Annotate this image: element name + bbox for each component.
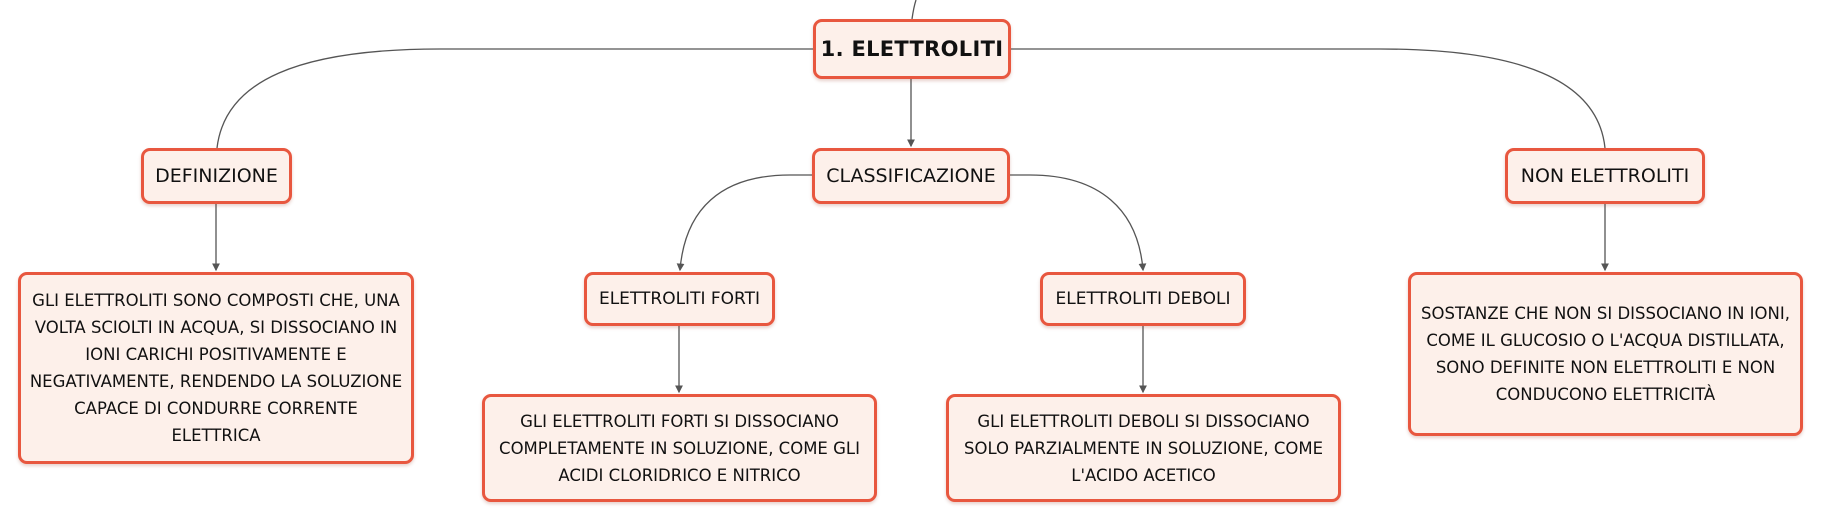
leaf-node-text: GLI ELETTROLITI FORTI SI DISSOCIANO COMP…	[499, 408, 860, 489]
text-line: COME IL GLUCOSIO O L'ACQUA DISTILLATA,	[1426, 331, 1785, 350]
connector-classificazione-to-forti	[676, 174, 812, 272]
connector-classificazione-to-deboli	[1010, 174, 1147, 272]
root-node-elettroliti[interactable]: 1. ELETTROLITI	[813, 19, 1011, 79]
text-line: SOLO PARZIALMENTE IN SOLUZIONE, COME	[963, 438, 1323, 458]
leaf-node-text: GLI ELETTROLITI DEBOLI SI DISSOCIANO SOL…	[964, 408, 1323, 489]
text-line: IONI CARICHI POSITIVAMENTE E	[85, 345, 347, 364]
leaf-node-non-elettroliti-text[interactable]: SOSTANZE CHE NON SI DISSOCIANO IN IONI, …	[1408, 272, 1803, 436]
text-line: SONO DEFINITE NON ELETTROLITI E NON	[1435, 358, 1776, 377]
leaf-node-forti-text[interactable]: GLI ELETTROLITI FORTI SI DISSOCIANO COMP…	[482, 394, 877, 502]
leaf-node-deboli-text[interactable]: GLI ELETTROLITI DEBOLI SI DISSOCIANO SOL…	[946, 394, 1341, 502]
text-line: ACIDI CLORIDRICO E NITRICO	[558, 465, 801, 485]
topic-node-label: DEFINIZIONE	[155, 165, 278, 187]
subtopic-node-label: ELETTROLITI DEBOLI	[1055, 289, 1231, 309]
connector-root-to-definizione	[216, 48, 813, 149]
text-line: GLI ELETTROLITI SONO COMPOSTI CHE, UNA	[32, 291, 400, 310]
subtopic-node-label: ELETTROLITI FORTI	[598, 289, 761, 309]
subtopic-node-elettroliti-deboli[interactable]: ELETTROLITI DEBOLI	[1040, 272, 1246, 326]
text-line: L'ACIDO ACETICO	[1071, 465, 1216, 485]
text-line: GLI ELETTROLITI FORTI SI DISSOCIANO	[520, 411, 839, 431]
text-line: SOSTANZE CHE NON SI DISSOCIANO IN IONI,	[1421, 304, 1790, 323]
leaf-node-definizione-text[interactable]: GLI ELETTROLITI SONO COMPOSTI CHE, UNA V…	[18, 272, 414, 464]
text-line: GLI ELETTROLITI DEBOLI SI DISSOCIANO	[977, 411, 1310, 431]
topic-node-non-elettroliti[interactable]: NON ELETTROLITI	[1505, 148, 1705, 204]
topic-node-label: CLASSIFICAZIONE	[826, 165, 996, 187]
root-node-label: 1. ELETTROLITI	[820, 37, 1004, 61]
text-line: VOLTA SCIOLTI IN ACQUA, SI DISSOCIANO IN	[34, 318, 398, 337]
topic-node-classificazione[interactable]: CLASSIFICAZIONE	[812, 148, 1010, 204]
topic-node-definizione[interactable]: DEFINIZIONE	[141, 148, 292, 204]
text-line: CONDUCONO ELETTRICITÀ	[1495, 385, 1716, 404]
text-line: NEGATIVAMENTE, RENDENDO LA SOLUZIONE	[29, 372, 403, 391]
connector-parent-to-root	[911, 0, 917, 20]
topic-node-label: NON ELETTROLITI	[1520, 165, 1690, 187]
text-line: COMPLETAMENTE IN SOLUZIONE, COME GLI	[499, 438, 860, 458]
leaf-node-text: GLI ELETTROLITI SONO COMPOSTI CHE, UNA V…	[30, 287, 402, 449]
leaf-node-text: SOSTANZE CHE NON SI DISSOCIANO IN IONI, …	[1421, 300, 1790, 408]
connector-root-to-non-elettroliti	[1011, 48, 1606, 149]
text-line: ELETTRICA	[171, 426, 261, 445]
text-line: CAPACE DI CONDURRE CORRENTE	[74, 399, 358, 418]
subtopic-node-elettroliti-forti[interactable]: ELETTROLITI FORTI	[584, 272, 775, 326]
